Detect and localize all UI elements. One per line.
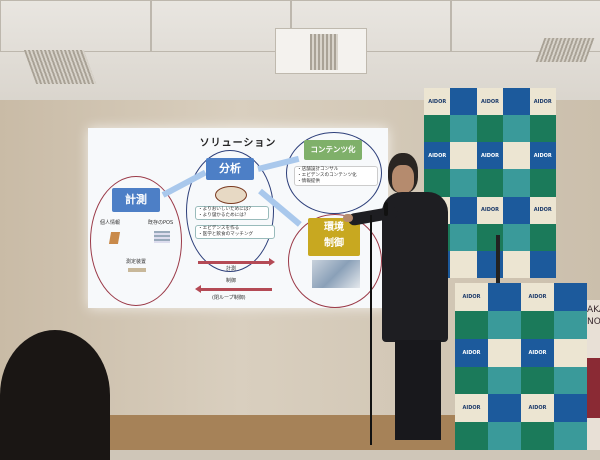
microphone-stand (496, 235, 500, 285)
side-sign: AKA NOV (587, 300, 600, 450)
backward-label: 制御 (226, 278, 237, 284)
logo-cell: AIDOR (455, 338, 488, 367)
audience-member-head (0, 330, 110, 460)
side-sign-text: NOV (587, 317, 600, 327)
side-sign-text: AKA (587, 305, 600, 315)
slide-title: ソリューション (199, 138, 277, 149)
measure-ellipse (90, 176, 182, 306)
ceiling-tile (150, 0, 292, 52)
sponsor-backdrop: AIDOR AIDOR AIDOR AIDOR AIDOR AIDOR AIDO… (424, 88, 556, 278)
forward-arrow (198, 258, 275, 266)
analysis-ellipse (186, 150, 274, 272)
logo-cell: AIDOR (521, 283, 554, 311)
pos-terminal-icon (154, 231, 170, 243)
microphone-cable (370, 215, 372, 445)
analysis-box: 分析 (206, 158, 254, 180)
bullet: ・エビデンスのコンテンツ化 (297, 173, 357, 178)
projected-slide: ソリューション 計測 個人情報 既存のPOS 測定装置 分析 ・よりおいしいため… (88, 128, 388, 308)
ceiling-vent (310, 34, 338, 70)
speaker-face (392, 165, 414, 193)
logo-cell: AIDOR (529, 196, 556, 224)
bullet: ・医学と飲食のマッチング (198, 232, 254, 237)
measure-item: 既存のPOS (148, 220, 174, 226)
speaker-hand (343, 214, 353, 222)
speaker-legs (395, 340, 441, 440)
measure-item: 個人情報 (100, 220, 121, 226)
ceiling-tile (450, 0, 600, 52)
logo-cell: AIDOR (424, 88, 451, 116)
logo-cell: AIDOR (455, 283, 488, 311)
content-ellipse (286, 132, 382, 214)
environment-photo (312, 260, 360, 288)
logo-cell: AIDOR (476, 196, 504, 224)
ceiling-vent (23, 50, 97, 84)
bullet: ・よりおいしいためには？ (198, 207, 254, 212)
handheld-microphone (384, 202, 388, 216)
logo-cell: AIDOR (476, 142, 504, 170)
ceiling-vent (535, 38, 595, 62)
backward-arrow (195, 285, 272, 293)
logo-cell: AIDOR (424, 142, 451, 170)
bullet: ・より儲かるためには？ (198, 213, 249, 218)
analysis-photo (215, 186, 247, 204)
measure-item: 測定装置 (126, 259, 147, 265)
logo-cell: AIDOR (529, 142, 556, 170)
ceiling-tile (290, 0, 452, 52)
side-sign-red (587, 358, 600, 418)
bullet: ・店舗設計コンサル (297, 167, 339, 172)
content-bullets: ・店舗設計コンサル ・エビデンスのコンテンツ化 ・情報提供 (294, 166, 378, 186)
ceiling-tile (0, 0, 152, 52)
logo-cell: AIDOR (455, 394, 488, 423)
content-box: コンテンツ化 (304, 140, 362, 160)
bullet: ・エビデンスを作る (198, 226, 240, 231)
logo-cell: AIDOR (521, 394, 554, 423)
ceiling (0, 0, 600, 108)
analysis-bullets-b: ・エビデンスを作る ・医学と飲食のマッチング (195, 225, 275, 239)
measure-box: 計測 (112, 188, 160, 212)
logo-cell: AIDOR (521, 338, 554, 367)
front-sponsor-banner: AIDOR AIDOR AIDOR AIDOR AIDOR AIDOR (455, 283, 587, 450)
logo-cell: AIDOR (476, 88, 504, 116)
environment-label: 環境 (324, 222, 344, 233)
forward-label: 計測 (226, 266, 237, 272)
bullet: ・情報提供 (297, 179, 320, 184)
environment-ellipse (288, 214, 382, 308)
environment-label: 制御 (324, 238, 344, 249)
analysis-bullets-a: ・よりおいしいためには？ ・より儲かるためには？ (195, 206, 269, 220)
closed-loop-note: (閉ループ制御) (212, 295, 246, 301)
measuring-device-icon (128, 268, 146, 272)
logo-cell: AIDOR (529, 88, 556, 116)
